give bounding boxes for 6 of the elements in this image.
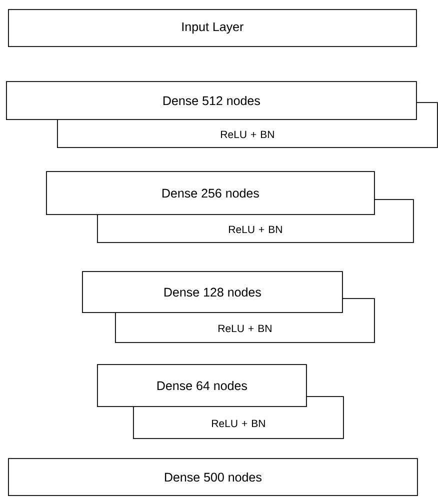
layer-box: Dense 256 nodes	[46, 171, 375, 215]
layer-box: Dense 64 nodes	[97, 364, 307, 407]
layer-box: Input Layer	[8, 9, 417, 47]
layer-box: Dense 128 nodes	[82, 271, 343, 313]
layer-box: Dense 500 nodes	[8, 458, 418, 496]
layer-box: Dense 512 nodes	[6, 81, 417, 120]
